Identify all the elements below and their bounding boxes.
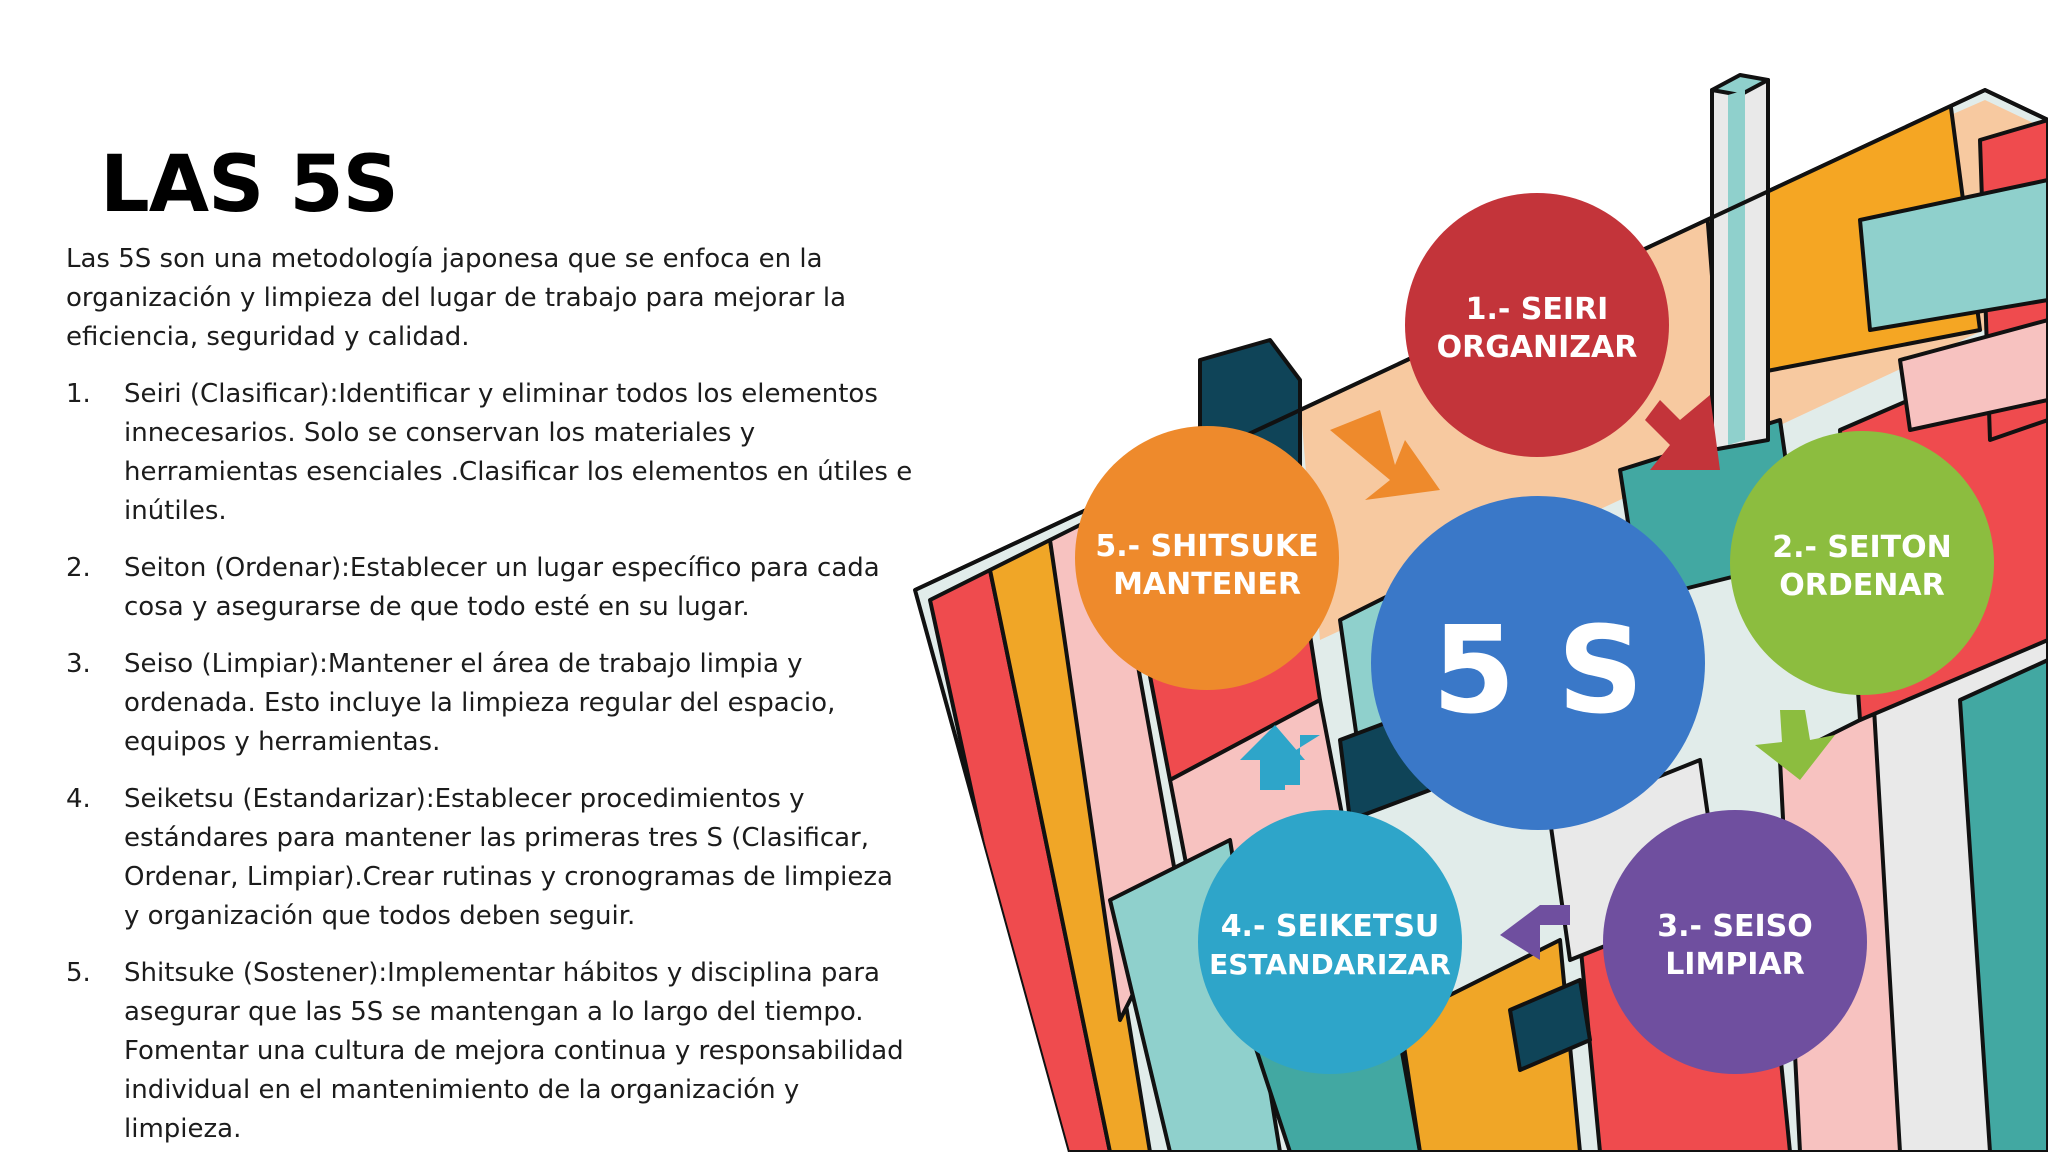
steps-list: 1. Seiri (Clasificar):Identificar y elimi…	[66, 375, 916, 1149]
list-number: 4.	[66, 784, 91, 814]
arrow-icon	[1330, 410, 1440, 500]
circle-label: 1.- SEIRI	[1466, 292, 1609, 327]
list-text: Shitsuke (Sostener):Implementar hábitos …	[124, 958, 904, 1144]
circle-label: ORGANIZAR	[1437, 330, 1638, 365]
list-number: 2.	[66, 553, 91, 583]
circle-2-seiton: 2.- SEITON ORDENAR	[1730, 431, 1994, 695]
list-item: 5. Shitsuke (Sostener):Implementar hábito…	[66, 954, 916, 1149]
list-text: Seiri (Clasificar):Identificar y elimina…	[124, 379, 913, 526]
circle-3-seiso: 3.- SEISO LIMPIAR	[1603, 810, 1867, 1074]
center-circle-5s: 5 S	[1371, 496, 1705, 830]
5s-cycle-graphic: 5.- SHITSUKE MANTENER 1.- SEIRI ORGANIZA…	[913, 73, 2048, 1152]
list-item: 4. Seiketsu (Estandarizar):Establecer pro…	[66, 780, 916, 936]
circle-label: 3.- SEISO	[1657, 909, 1813, 944]
circle-label: 5.- SHITSUKE	[1095, 529, 1318, 564]
arrow-icon	[1645, 395, 1720, 470]
list-text: Seiketsu (Estandarizar):Establecer proce…	[124, 784, 893, 931]
list-number: 1.	[66, 379, 91, 409]
circle-label: MANTENER	[1113, 567, 1301, 602]
circle-5-shitsuke: 5.- SHITSUKE MANTENER	[1075, 426, 1339, 690]
list-number: 3.	[66, 649, 91, 679]
list-item: 3. Seiso (Limpiar):Mantener el área de tr…	[66, 645, 916, 762]
list-text: Seiton (Ordenar):Establecer un lugar esp…	[124, 553, 880, 622]
arrow-icon	[1240, 725, 1305, 790]
cycle-arrows	[1240, 395, 1835, 960]
circle-4-seiketsu: 4.- SEIKETSU ESTANDARIZAR	[1198, 810, 1462, 1074]
arrow-icon	[1755, 710, 1835, 780]
text-block: Las 5S son una metodología japonesa que …	[66, 240, 916, 1167]
arrow-icon	[1500, 905, 1570, 960]
circle-label: LIMPIAR	[1665, 947, 1805, 982]
list-number: 5.	[66, 958, 91, 988]
circle-label: ORDENAR	[1779, 568, 1944, 603]
list-item: 1. Seiri (Clasificar):Identificar y elimi…	[66, 375, 916, 531]
intro-paragraph: Las 5S son una metodología japonesa que …	[66, 244, 847, 352]
circle-label: 2.- SEITON	[1772, 530, 1952, 565]
list-item: 2. Seiton (Ordenar):Establecer un lugar e…	[66, 549, 916, 627]
circle-1-seiri: 1.- SEIRI ORGANIZAR	[1405, 193, 1669, 457]
circle-label: ESTANDARIZAR	[1209, 948, 1451, 981]
slide-title: LAS 5S	[100, 140, 399, 230]
circle-label: 4.- SEIKETSU	[1221, 909, 1440, 944]
list-text: Seiso (Limpiar):Mantener el área de trab…	[124, 649, 836, 757]
center-label: 5 S	[1432, 602, 1644, 741]
